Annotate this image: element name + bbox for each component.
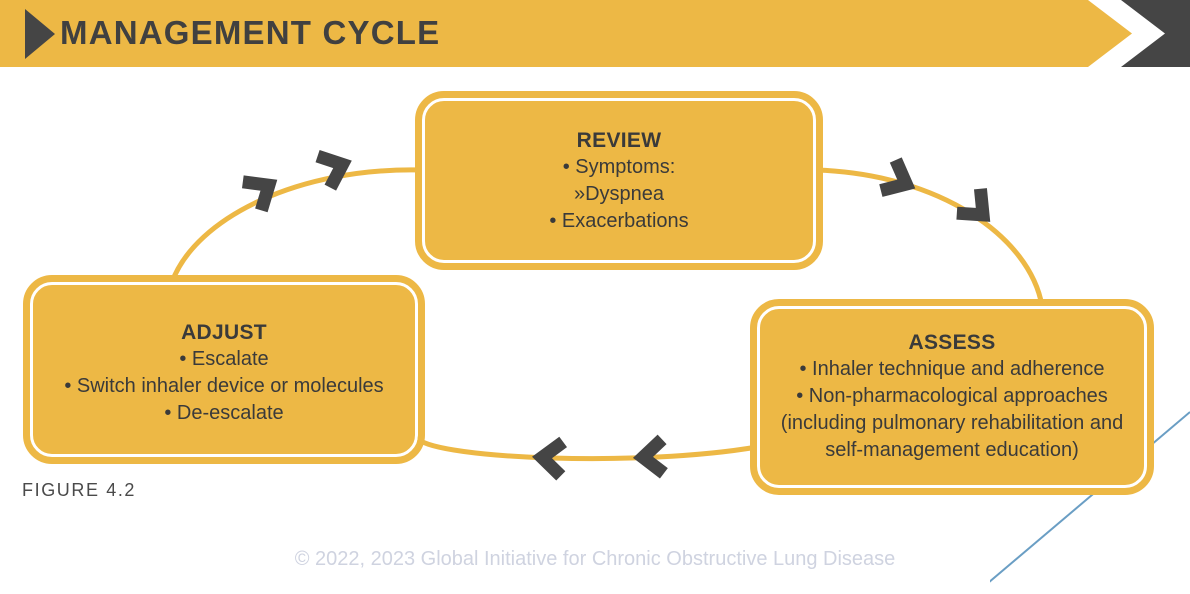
chevron-icon-topleft-1 bbox=[242, 175, 278, 213]
chevron-icon-topright-2 bbox=[956, 188, 991, 222]
header-yellow-band bbox=[0, 0, 1132, 67]
chevron-icon-bottom-1 bbox=[532, 436, 568, 481]
header-banner: MANAGEMENT CYCLE bbox=[0, 0, 1190, 67]
node-line-assess-1: • Non-pharmacological approaches bbox=[796, 385, 1108, 407]
connector-review-to-assess bbox=[813, 167, 1045, 309]
connector-assess-to-adjust bbox=[415, 436, 760, 462]
cycle-node-adjust[interactable]: ADJUST • Escalate • Switch inhaler devic… bbox=[23, 275, 425, 464]
header-banner-shape bbox=[0, 0, 1190, 67]
node-line-adjust-1: • Switch inhaler device or molecules bbox=[64, 375, 384, 397]
node-line-adjust-0: • Escalate bbox=[179, 348, 269, 370]
cycle-node-review[interactable]: REVIEW • Symptoms: »Dyspnea • Exacerbati… bbox=[415, 91, 823, 270]
chevron-icon-bottom-2 bbox=[632, 434, 668, 479]
connector-adjust-to-review bbox=[169, 167, 425, 285]
page-title: MANAGEMENT CYCLE bbox=[60, 14, 441, 51]
node-title-adjust: ADJUST bbox=[181, 321, 267, 344]
node-title-assess: ASSESS bbox=[908, 331, 996, 354]
figure-caption: FIGURE 4.2 bbox=[22, 480, 137, 500]
node-line-assess-3: self-management education) bbox=[825, 439, 1079, 461]
chevron-icon-topright-1 bbox=[879, 157, 916, 197]
play-triangle-icon bbox=[25, 9, 55, 59]
node-line-review-0: • Symptoms: bbox=[562, 156, 676, 178]
node-line-adjust-2: • De-escalate bbox=[164, 402, 284, 424]
node-line-assess-2: (including pulmonary rehabilitation and bbox=[780, 412, 1124, 434]
node-title-review: REVIEW bbox=[576, 129, 662, 152]
cycle-node-assess[interactable]: ASSESS • Inhaler technique and adherence… bbox=[750, 299, 1154, 495]
chevron-icon-topleft-2 bbox=[315, 149, 352, 191]
footer-copyright: © 2022, 2023 Global Initiative for Chron… bbox=[294, 548, 896, 570]
cycle-connectors bbox=[169, 149, 1045, 481]
header-dark-chevron-icon bbox=[1121, 0, 1190, 67]
management-cycle-diagram: REVIEW • Symptoms: »Dyspnea • Exacerbati… bbox=[0, 67, 1190, 497]
node-line-assess-0: • Inhaler technique and adherence bbox=[799, 358, 1105, 380]
node-line-review-2: • Exacerbations bbox=[549, 210, 689, 232]
node-line-review-1: »Dyspnea bbox=[573, 183, 665, 205]
